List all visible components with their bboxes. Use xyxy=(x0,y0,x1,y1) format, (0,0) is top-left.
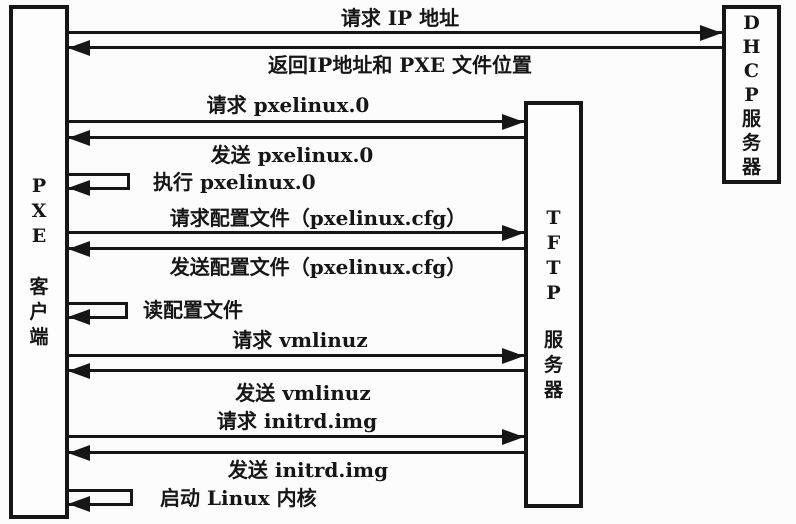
arrowhead-left-icon xyxy=(68,496,90,512)
arrowhead-left-icon xyxy=(68,180,90,196)
message-label: 读配置文件 xyxy=(143,298,243,322)
pxe-client-label-bottom: 客 户 端 xyxy=(29,276,49,348)
message-label: 发送 initrd.img xyxy=(227,458,389,482)
arrowhead-left-icon xyxy=(68,241,90,257)
arrow-line xyxy=(68,435,524,438)
pxe-client-box: P X E 客 户 端 xyxy=(9,5,69,519)
message-label: 请求 pxelinux.0 xyxy=(206,93,370,117)
message-label: 请求配置文件（pxelinux.cfg） xyxy=(169,206,467,230)
arrow-line xyxy=(68,31,722,34)
message-label: 发送 vmlinuz xyxy=(235,381,371,405)
self-loop-arrow xyxy=(68,173,130,190)
message-label: 发送配置文件（pxelinux.cfg） xyxy=(169,255,467,279)
message-label: 执行 pxelinux.0 xyxy=(153,170,316,194)
tftp-server-label-bottom: 服 务 器 xyxy=(543,329,563,401)
arrowhead-right-icon xyxy=(502,114,524,130)
arrowhead-left-icon xyxy=(68,130,90,146)
arrowhead-right-icon xyxy=(700,25,722,41)
dhcp-server-label-top: D H C P xyxy=(742,11,761,106)
arrow-line xyxy=(68,120,524,123)
arrow-line xyxy=(68,247,524,250)
arrow-line xyxy=(68,451,524,454)
message-label: 返回IP地址和 PXE 文件位置 xyxy=(267,53,533,77)
arrowhead-right-icon xyxy=(502,348,524,364)
arrowhead-left-icon xyxy=(68,309,90,325)
arrow-line xyxy=(68,46,722,49)
dhcp-server-box: D H C P 服 务 器 xyxy=(722,5,781,184)
message-label: 请求 initrd.img xyxy=(216,409,378,433)
dhcp-server-label-bottom: 服 务 器 xyxy=(741,107,761,178)
arrow-line xyxy=(68,354,524,357)
arrow-line xyxy=(68,231,524,234)
self-loop-arrow xyxy=(68,489,133,506)
message-label: 启动 Linux 内核 xyxy=(160,486,317,510)
message-label: 请求 IP 地址 xyxy=(340,6,460,30)
arrowhead-right-icon xyxy=(502,429,524,445)
message-label: 请求 vmlinuz xyxy=(232,328,368,352)
tftp-server-box: T F T P 服 务 器 xyxy=(524,101,583,508)
arrowhead-left-icon xyxy=(68,445,90,461)
arrow-line xyxy=(68,136,524,139)
message-label: 发送 pxelinux.0 xyxy=(210,143,374,167)
arrowhead-left-icon xyxy=(68,40,90,56)
arrowhead-right-icon xyxy=(502,225,524,241)
arrow-line xyxy=(68,369,524,372)
tftp-server-label-top: T F T P xyxy=(546,207,561,304)
self-loop-arrow xyxy=(68,302,128,319)
arrowhead-left-icon xyxy=(68,363,90,379)
pxe-client-label-top: P X E xyxy=(31,175,47,247)
